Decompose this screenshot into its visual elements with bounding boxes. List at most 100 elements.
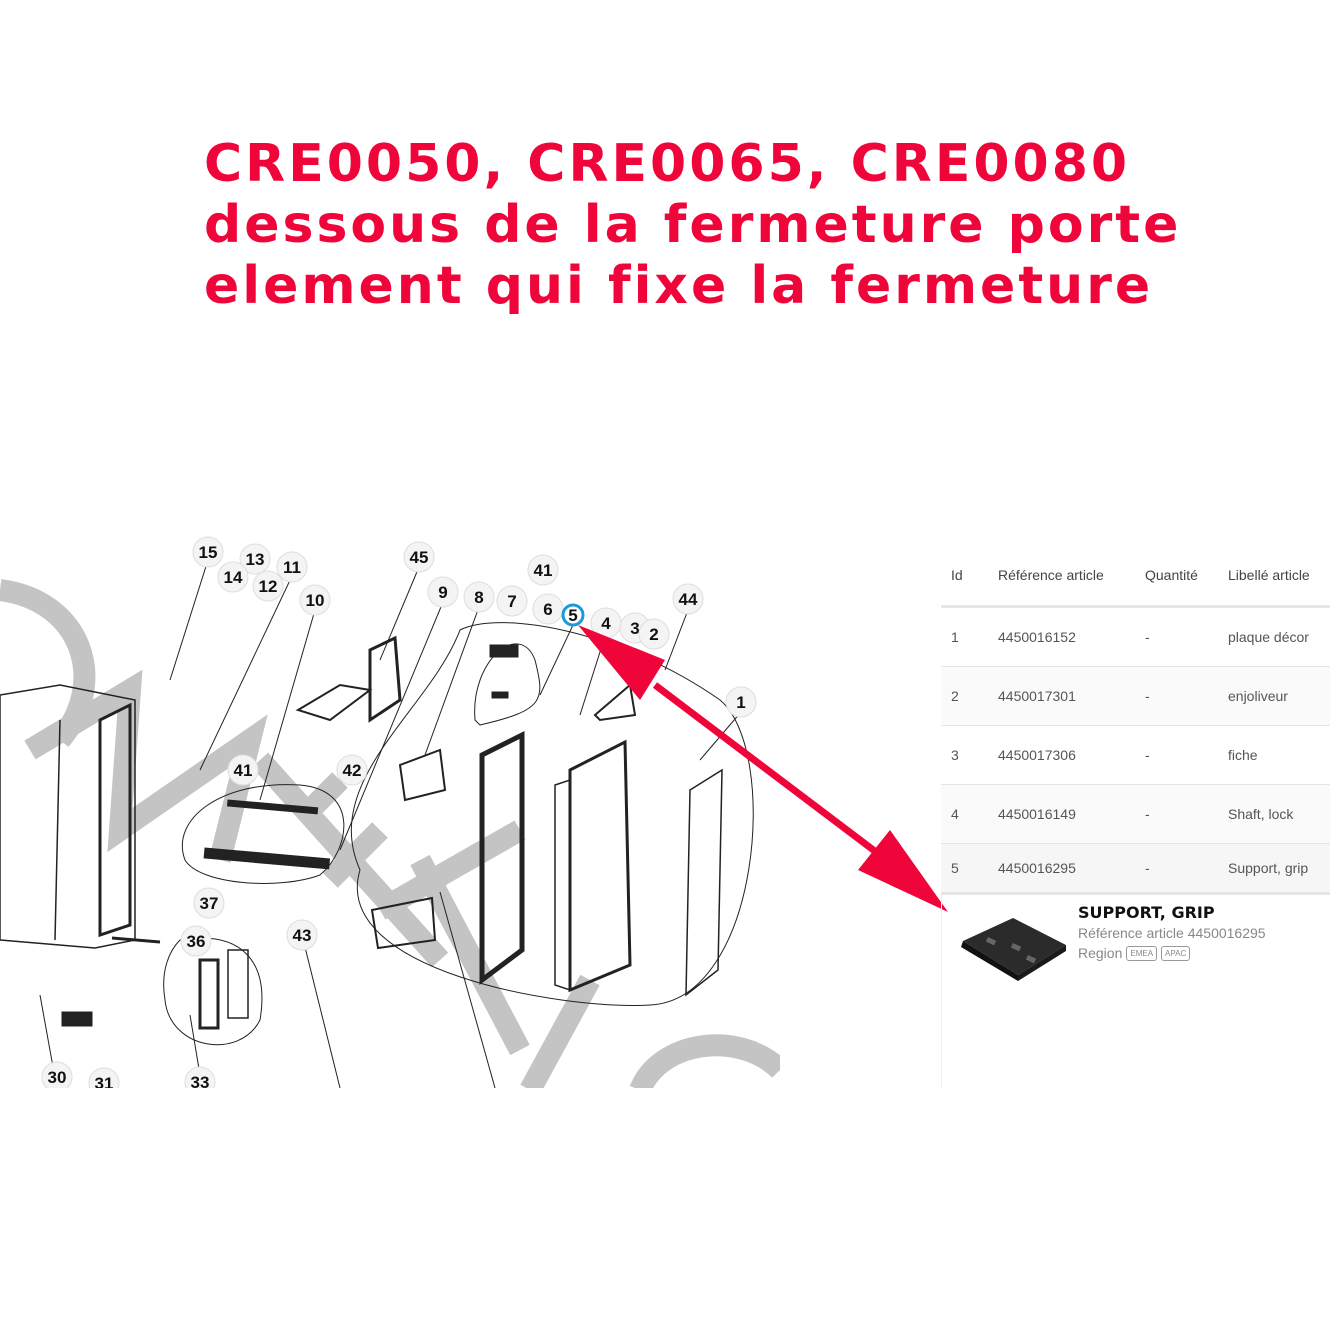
callout-number: 2 — [649, 625, 658, 644]
cell-reference: 4450017306 — [998, 747, 1076, 763]
callout-number: 15 — [199, 543, 218, 562]
compartment-part — [295, 635, 402, 723]
cell-quantity: - — [1145, 688, 1150, 704]
table-row[interactable]: 4 4450016149 - Shaft, lock — [941, 785, 1330, 844]
callout-number: 33 — [191, 1073, 210, 1088]
callout-number: 45 — [410, 548, 429, 567]
callout-number: 11 — [283, 558, 301, 577]
callout-circle — [672, 583, 704, 615]
callout-number: 30 — [48, 1068, 67, 1087]
cell-id: 5 — [951, 860, 959, 876]
callout-number: 3 — [630, 619, 639, 638]
product-region: Region EMEA APAC — [1078, 945, 1191, 961]
cell-label: Support, grip — [1228, 860, 1309, 876]
region-badge-emea: EMEA — [1126, 945, 1158, 961]
cell-label: fiche — [1228, 747, 1258, 763]
callout-number: 44 — [679, 590, 698, 609]
callout-number: 37 — [200, 894, 219, 913]
cell-reference: 4450017301 — [998, 688, 1076, 704]
title-line-description: dessous de la fermeture porte — [204, 195, 1182, 255]
cell-reference: 4450016149 — [998, 806, 1076, 822]
title-line-note: element qui fixe la fermeture — [204, 256, 1154, 316]
callout-circle — [561, 603, 585, 627]
callout-circle — [532, 593, 564, 625]
region-badge-apac: APAC — [1161, 945, 1191, 961]
callout-number: 4 — [601, 614, 611, 633]
region-label: Region — [1078, 945, 1123, 961]
callout-number: 42 — [343, 761, 362, 780]
table-row[interactable]: 3 4450017306 - fiche — [941, 726, 1330, 785]
cell-id: 1 — [951, 629, 959, 645]
callout-circle — [286, 919, 318, 951]
cell-quantity: - — [1145, 860, 1150, 876]
cell-reference: 4450016152 — [998, 629, 1076, 645]
callout-circle — [336, 754, 368, 786]
callout-circle — [276, 551, 308, 583]
product-reference: Référence article 4450016295 — [1078, 925, 1266, 941]
page-title: CRE0050, CRE0065, CRE0080 dessous de la … — [204, 134, 1181, 317]
cell-label: enjoliveur — [1228, 688, 1288, 704]
callout-circle — [180, 925, 212, 957]
callout-circle — [184, 1066, 216, 1088]
product-name: SUPPORT, GRIP — [1078, 903, 1215, 922]
callout-number: 31 — [95, 1074, 114, 1088]
callout-circle — [193, 887, 225, 919]
callout-number: 13 — [246, 550, 265, 569]
callout-number: 43 — [293, 926, 312, 945]
product-card[interactable]: SUPPORT, GRIP Référence article 44500162… — [941, 895, 1330, 1088]
cell-quantity: - — [1145, 806, 1150, 822]
table-row[interactable]: 2 4450017301 - enjoliveur — [941, 667, 1330, 726]
callout-circle — [252, 570, 284, 602]
cell-id: 3 — [951, 747, 959, 763]
callout-number: 6 — [543, 600, 552, 619]
callout-number: 41 — [534, 561, 553, 580]
callout-number: 5 — [568, 606, 577, 625]
cell-id: 2 — [951, 688, 959, 704]
cell-label: plaque décor — [1228, 629, 1309, 645]
door-parts — [350, 622, 754, 1006]
callout-circle — [463, 581, 495, 613]
cell-quantity: - — [1145, 747, 1150, 763]
callout-number: 36 — [187, 932, 206, 951]
table-row-selected[interactable]: 5 4450016295 - Support, grip — [941, 844, 1330, 895]
callout-number: 12 — [259, 577, 278, 596]
arrowhead-down-icon — [858, 830, 948, 912]
callout-number: 14 — [224, 568, 243, 587]
cell-id: 4 — [951, 806, 959, 822]
header-reference: Référence article — [998, 567, 1104, 583]
callout-circle — [299, 584, 331, 616]
header-label: Libellé article — [1228, 567, 1310, 583]
callout-circle — [41, 1061, 73, 1088]
table-header: Id Référence article Quantité Libellé ar… — [941, 545, 1330, 608]
callout-number: 7 — [507, 592, 516, 611]
callout-circle — [496, 585, 528, 617]
parts-table: Id Référence article Quantité Libellé ar… — [941, 545, 1330, 895]
cell-reference: 4450016295 — [998, 860, 1076, 876]
callout-number: 9 — [438, 583, 447, 602]
watermark — [0, 579, 780, 1088]
callout-circle — [88, 1067, 120, 1088]
table-row[interactable]: 1 4450016152 - plaque décor — [941, 608, 1330, 667]
reference-value: 4450016295 — [1187, 925, 1266, 941]
product-image — [961, 918, 1066, 981]
callout-circle — [239, 543, 271, 575]
leader-lines — [39, 559, 742, 1088]
title-line-models: CRE0050, CRE0065, CRE0080 — [204, 134, 1131, 194]
cell-quantity: - — [1145, 629, 1150, 645]
control-panel-parts — [61, 936, 263, 1046]
reference-label: Référence article — [1078, 925, 1184, 941]
callout-number: 41 — [234, 761, 253, 780]
callout-circle — [527, 554, 559, 586]
callout-circle — [217, 561, 249, 593]
callout-circle — [403, 541, 435, 573]
callout-circle — [192, 536, 224, 568]
callout-number: 10 — [306, 591, 325, 610]
cell-label: Shaft, lock — [1228, 806, 1294, 822]
callout-number: 8 — [474, 588, 483, 607]
header-quantity: Quantité — [1145, 567, 1198, 583]
callout-circle — [427, 576, 459, 608]
callout-number: 1 — [736, 693, 745, 712]
shelf-parts — [181, 784, 345, 884]
